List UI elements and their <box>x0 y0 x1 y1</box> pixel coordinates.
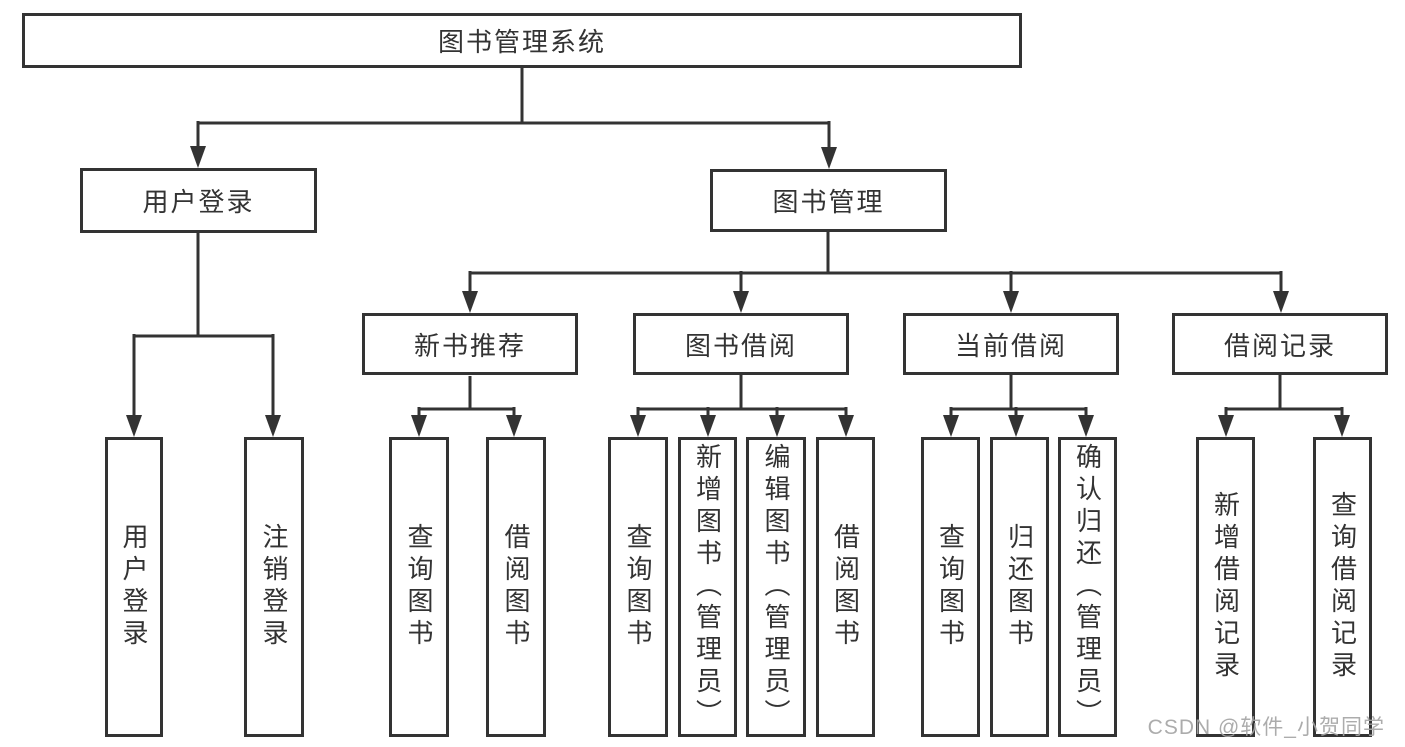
leaf-add-book-admin-label: 新增图书（管理员） <box>692 443 723 731</box>
leaf-add-borrow-record-label: 新增借阅记录 <box>1210 491 1241 683</box>
leaf-add-book-admin: 新增图书（管理员） <box>678 437 737 737</box>
node-book-borrow-label: 图书借阅 <box>684 330 797 361</box>
node-borrow-records-label: 借阅记录 <box>1223 330 1336 361</box>
leaf-borrow-books-recommend-label: 借阅图书 <box>501 523 531 651</box>
leaf-query-books-current-label: 查询图书 <box>935 523 966 651</box>
leaf-borrow-books-borrow-label: 借阅图书 <box>830 523 861 651</box>
leaf-user-login-label: 用户登录 <box>119 523 149 651</box>
node-user-login-label: 用户登录 <box>142 187 255 217</box>
leaf-confirm-return-admin: 确认归还（管理员） <box>1058 437 1117 737</box>
leaf-borrow-books-recommend: 借阅图书 <box>486 437 546 737</box>
leaf-add-borrow-record: 新增借阅记录 <box>1196 437 1255 737</box>
node-new-book-recommend: 新书推荐 <box>362 313 578 375</box>
leaf-query-borrow-record: 查询借阅记录 <box>1313 437 1372 737</box>
leaf-edit-book-admin: 编辑图书（管理员） <box>746 437 806 737</box>
leaf-query-books-recommend-label: 查询图书 <box>404 523 434 651</box>
leaf-borrow-books-borrow: 借阅图书 <box>816 437 875 737</box>
leaf-query-books-borrow-label: 查询图书 <box>623 523 653 651</box>
node-book-management: 图书管理 <box>710 169 947 232</box>
leaf-query-books-borrow: 查询图书 <box>608 437 668 737</box>
leaf-logout-label: 注销登录 <box>259 523 289 651</box>
leaf-user-login: 用户登录 <box>105 437 163 737</box>
node-borrow-records: 借阅记录 <box>1172 313 1388 375</box>
leaf-query-books-recommend: 查询图书 <box>389 437 449 737</box>
leaf-edit-book-admin-label: 编辑图书（管理员） <box>761 443 791 731</box>
arrowheads <box>126 146 1350 437</box>
node-new-book-recommend-label: 新书推荐 <box>413 330 526 361</box>
watermark: CSDN @软件_小贺同学 <box>1147 716 1385 739</box>
node-current-borrow-label: 当前借阅 <box>954 330 1067 361</box>
leaf-return-books-label: 归还图书 <box>1004 523 1035 651</box>
leaf-logout: 注销登录 <box>244 437 304 737</box>
leaf-query-borrow-record-label: 查询借阅记录 <box>1327 491 1358 683</box>
node-root-label: 图书管理系统 <box>437 27 606 57</box>
node-book-management-label: 图书管理 <box>772 187 885 217</box>
leaf-query-books-current: 查询图书 <box>921 437 980 737</box>
leaf-confirm-return-admin-label: 确认归还（管理员） <box>1072 443 1103 731</box>
node-root: 图书管理系统 <box>22 13 1022 68</box>
leaf-return-books: 归还图书 <box>990 437 1049 737</box>
node-current-borrow: 当前借阅 <box>903 313 1119 375</box>
node-user-login: 用户登录 <box>80 168 317 233</box>
node-book-borrow: 图书借阅 <box>633 313 849 375</box>
